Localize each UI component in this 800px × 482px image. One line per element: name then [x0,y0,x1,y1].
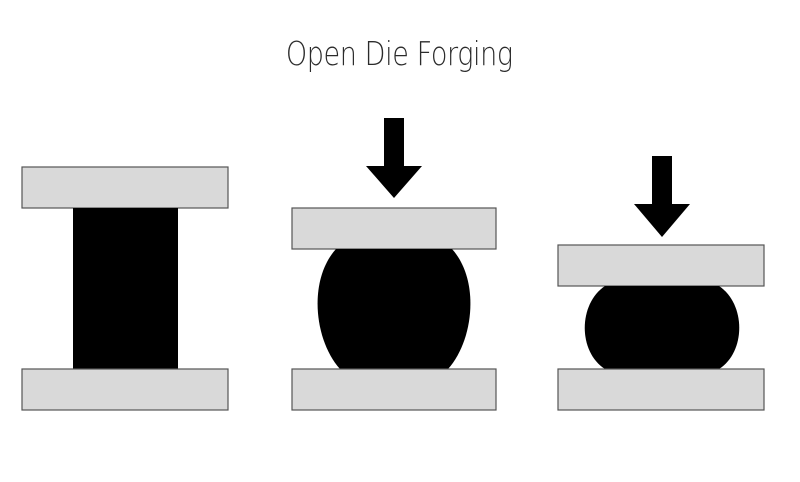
lower-die [21,368,229,411]
down-arrow-icon [634,156,690,237]
workpiece-flattened [584,286,740,369]
stage-1-initial [21,166,229,411]
upper-die [291,207,497,250]
lower-die [291,368,497,411]
lower-die [557,368,765,411]
stage-3-flattened [557,156,765,411]
workpiece-bulge [317,249,471,369]
stage-2-pressing [291,118,497,411]
workpiece-billet [73,208,178,369]
upper-die [557,244,765,287]
upper-die [21,166,229,209]
page-title: Open Die Forging [285,34,513,73]
down-arrow-icon [366,118,422,198]
